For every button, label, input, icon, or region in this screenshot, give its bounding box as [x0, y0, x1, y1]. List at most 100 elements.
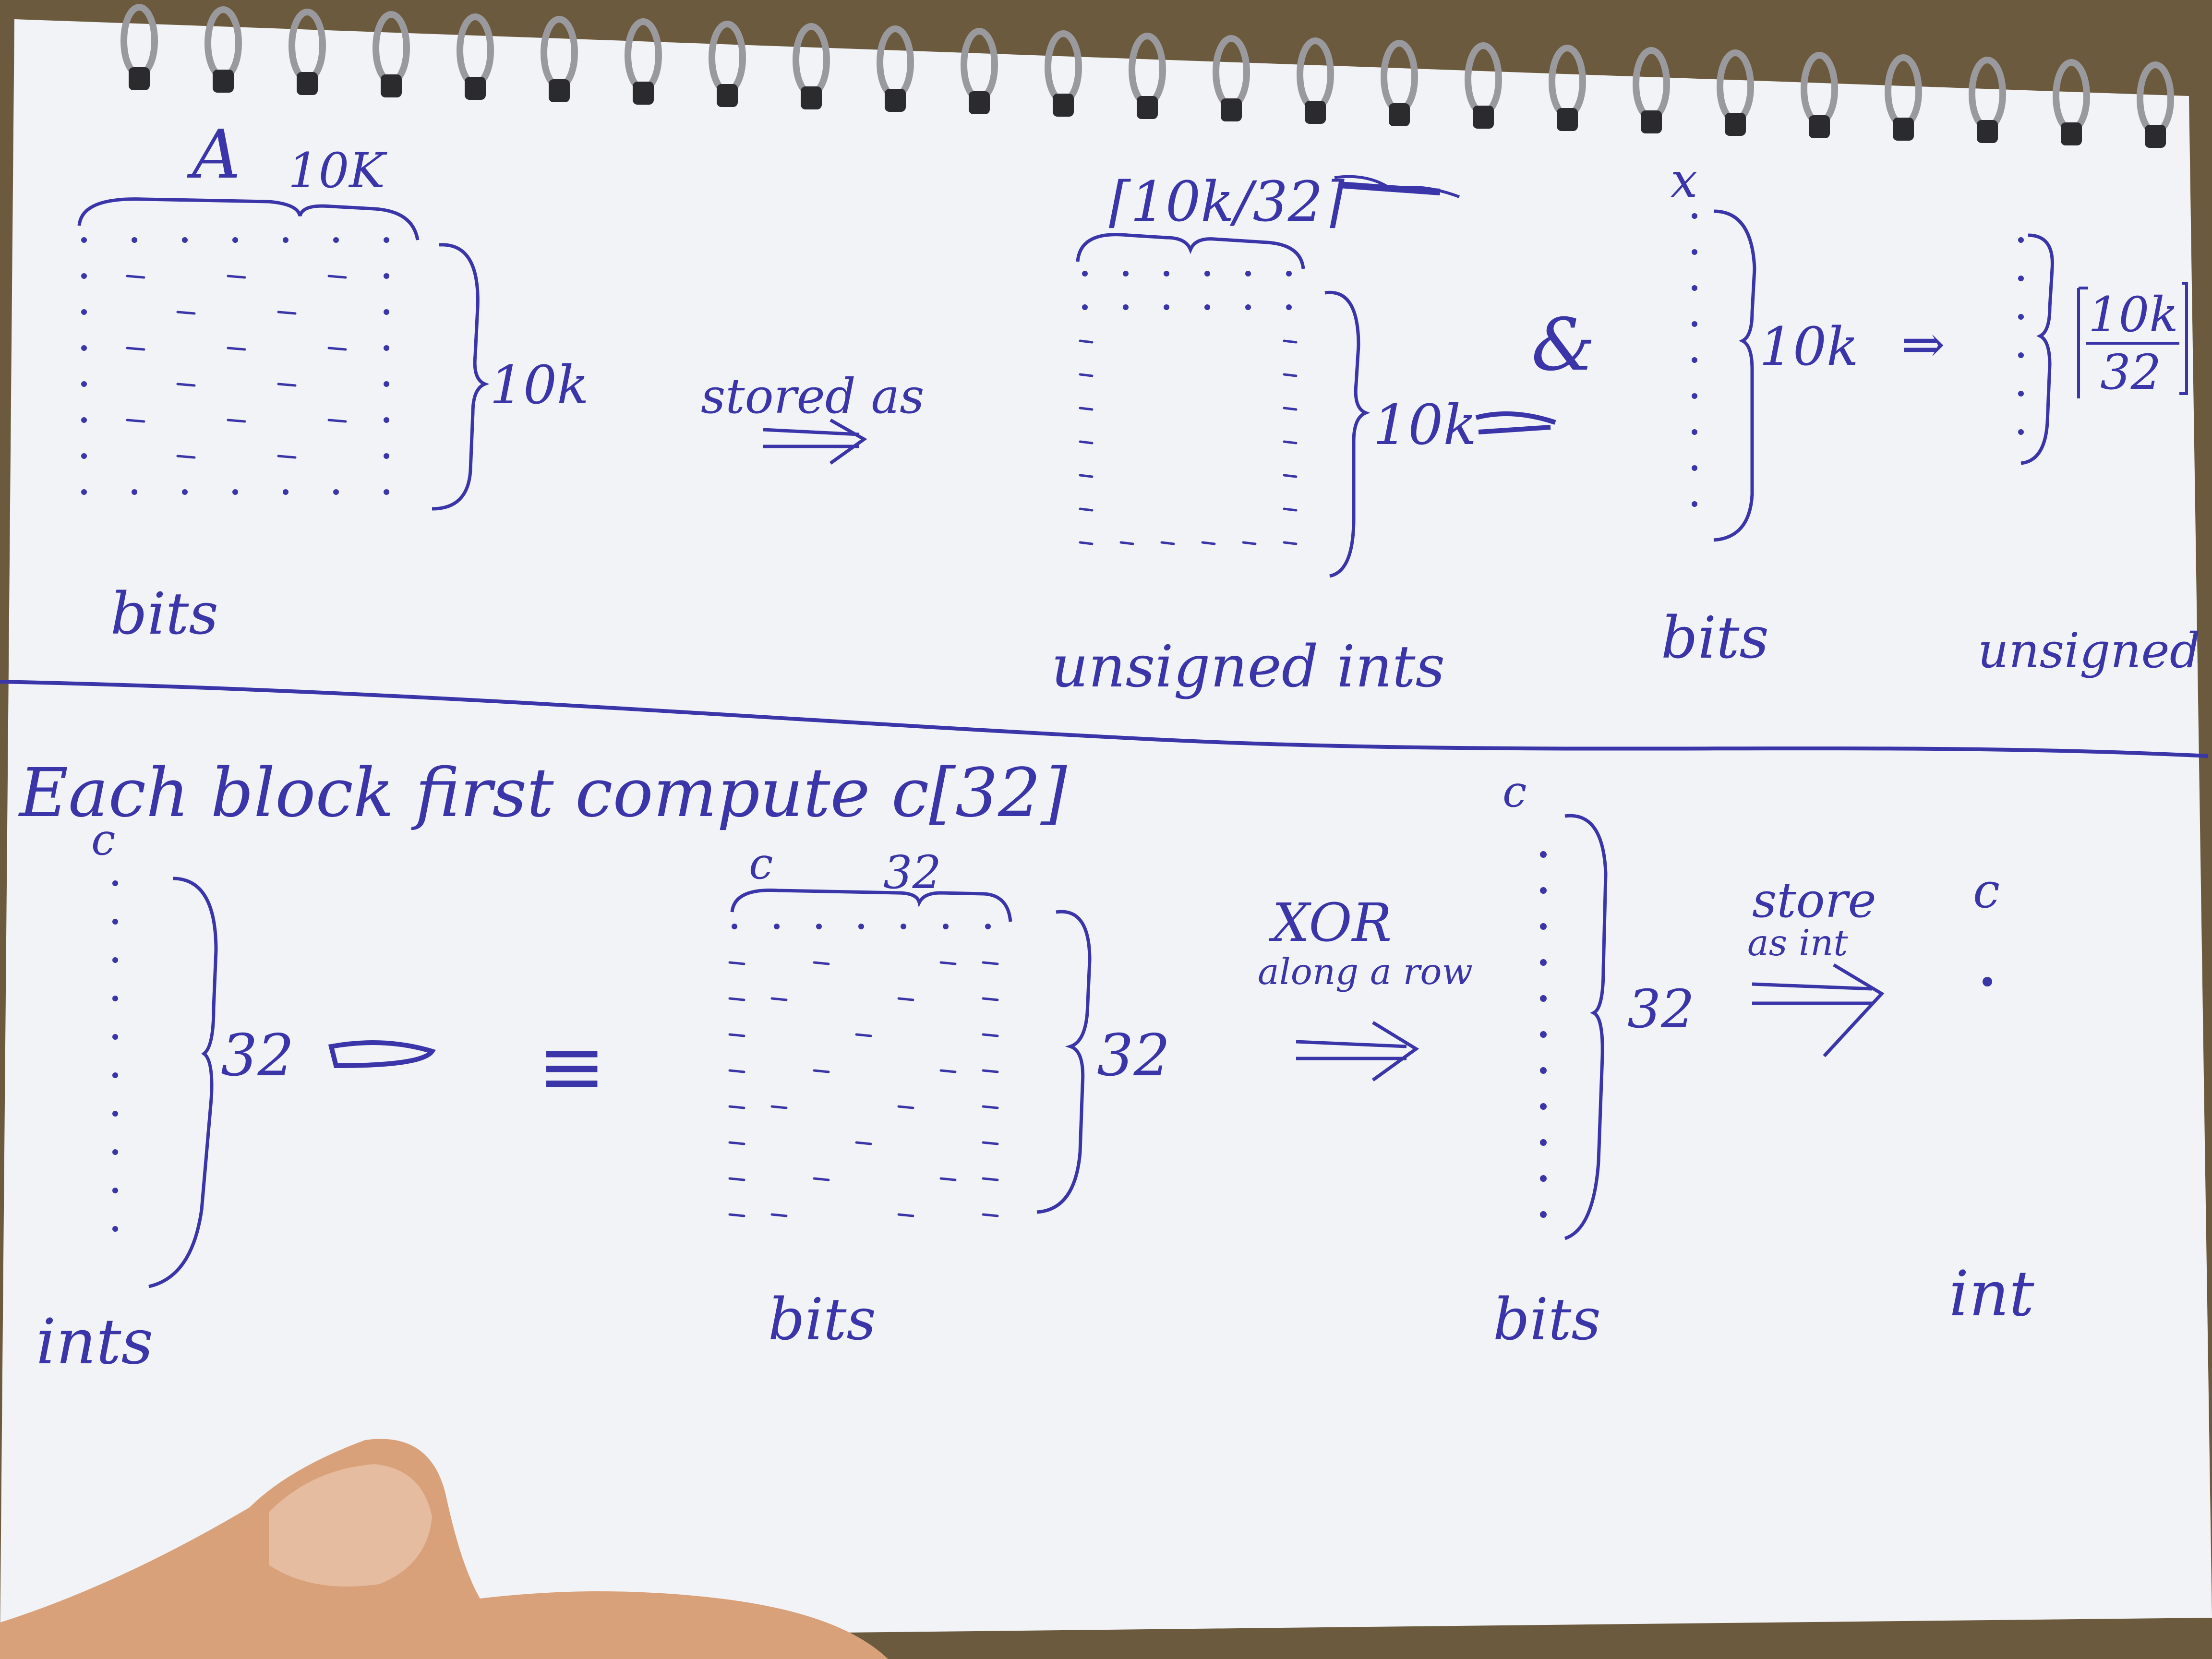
bit-vector-entry [1540, 1067, 1547, 1074]
bit-entry [982, 1069, 999, 1073]
matrix-entry [384, 453, 389, 459]
spiral-hole [1473, 106, 1494, 129]
packed-entry [1082, 304, 1088, 310]
c-vector-entry [112, 1188, 118, 1193]
bit-vector-entry [1540, 923, 1547, 930]
bit-entry [943, 924, 949, 929]
packed-entry [1286, 271, 1292, 276]
spiral-hole [2061, 122, 2082, 145]
stored-as-arrow: stored as [701, 368, 924, 465]
c-vector-caption: ints [36, 1305, 153, 1378]
spiral-hole [1725, 113, 1746, 136]
c-vector-height-label: 32 [221, 1022, 294, 1089]
stored-as-label: stored as [701, 368, 924, 424]
bit-vector-entry [1540, 1031, 1547, 1038]
vector-x: x 10k bits [1661, 152, 1859, 672]
vector-x-brace [1713, 209, 1756, 542]
divider-line [0, 680, 2209, 758]
packed-entry [1123, 271, 1129, 276]
ceiling-brackets [2077, 282, 2188, 398]
vector-x-caption: bits [1661, 605, 1769, 672]
matrix-entry [132, 237, 137, 243]
implies-arrow: ⇒ [1901, 313, 1945, 375]
equivalence-symbol: ≡ [538, 1019, 606, 1114]
packed-entry [1079, 474, 1094, 478]
packed-entry [1079, 339, 1094, 344]
thumbnail [269, 1464, 432, 1587]
matrix-entry [81, 417, 87, 423]
packed-entry [1164, 271, 1169, 276]
packed-entry [1204, 271, 1210, 276]
bit-entry [897, 1105, 914, 1109]
c-vector-entry [112, 919, 118, 925]
spiral-hole [465, 77, 486, 100]
matrix-entry [81, 309, 87, 315]
matrix-entry [384, 345, 389, 351]
matrix-entry [132, 489, 137, 495]
spiral-hole [1221, 98, 1242, 121]
spiral-binding [120, 4, 2174, 148]
bit-vector-brace [1564, 814, 1608, 1240]
bit-entry [728, 1141, 745, 1145]
c-vector-ints: c 32 ints [36, 815, 436, 1378]
matrix-entry [176, 383, 196, 387]
matrix-entry [327, 419, 347, 423]
bit-block-top-brace [730, 889, 1012, 922]
matrix-a-caption: bits [110, 581, 218, 648]
double-arrow-icon [763, 418, 867, 465]
store-sublabel: as int [1747, 922, 1848, 964]
xor-label: XOR [1268, 892, 1392, 953]
matrix-entry [81, 453, 87, 459]
bit-entry [982, 997, 999, 1001]
bit-entry [770, 997, 788, 1001]
vector-x-height-label: 10k [1759, 316, 1859, 377]
bit-entry [901, 924, 906, 929]
result-entry [2018, 276, 2024, 281]
result-entry [2018, 314, 2024, 320]
packed-entry [1245, 304, 1251, 310]
bit-entry [728, 997, 745, 1001]
spiral-hole [2145, 125, 2166, 148]
bit-entry [855, 1141, 872, 1145]
matrix-entry [81, 489, 87, 495]
matrix-entry [327, 275, 347, 279]
matrix-entry [176, 311, 196, 315]
bit-block: c 32 32 bits [728, 839, 1170, 1353]
result-numerator: 10k [2088, 287, 2178, 343]
bit-block-caption: bits [768, 1286, 876, 1353]
bit-entry [982, 1177, 999, 1181]
packed-entry [1283, 339, 1298, 344]
vector-x-entry [1692, 501, 1697, 507]
bit-entry [770, 1105, 788, 1109]
packed-entry [1286, 304, 1292, 310]
bit-entry [774, 924, 780, 929]
scribble-mark [1334, 175, 1460, 198]
c-vector-entry [112, 1034, 118, 1040]
packed-matrix-entries [1079, 271, 1298, 545]
packed-entry [1283, 373, 1298, 377]
bit-entry [728, 1033, 745, 1037]
bit-vector-entry [1540, 851, 1547, 858]
packed-entry [1242, 541, 1257, 545]
bit-entry [813, 961, 830, 965]
packed-entry [1201, 541, 1216, 545]
vector-x-entry [1692, 465, 1697, 471]
and-operator: & [1531, 303, 1596, 387]
vector-x-entry [1692, 249, 1697, 255]
packed-entry [1283, 507, 1298, 512]
spiral-hole [717, 84, 738, 107]
bit-vector-entry [1540, 1139, 1547, 1146]
result-entry [2018, 237, 2024, 243]
result-vector: 10k 32 unsigned ints [1978, 233, 2212, 679]
bit-entry [728, 961, 745, 965]
bit-vector-entry [1540, 995, 1547, 1002]
matrix-a-width-label: 10K [288, 143, 387, 199]
vector-x-entry [1692, 321, 1697, 327]
section-heading: Each block first compute c[32] [18, 754, 1067, 832]
packed-matrix-caption: unsigned ints [1051, 634, 1445, 700]
bit-vector-caption: bits [1493, 1286, 1601, 1353]
bit-entry [985, 924, 991, 929]
c-vector-entry [112, 1072, 118, 1078]
packed-entry [1119, 541, 1134, 545]
matrix-a-name: A [187, 116, 240, 194]
